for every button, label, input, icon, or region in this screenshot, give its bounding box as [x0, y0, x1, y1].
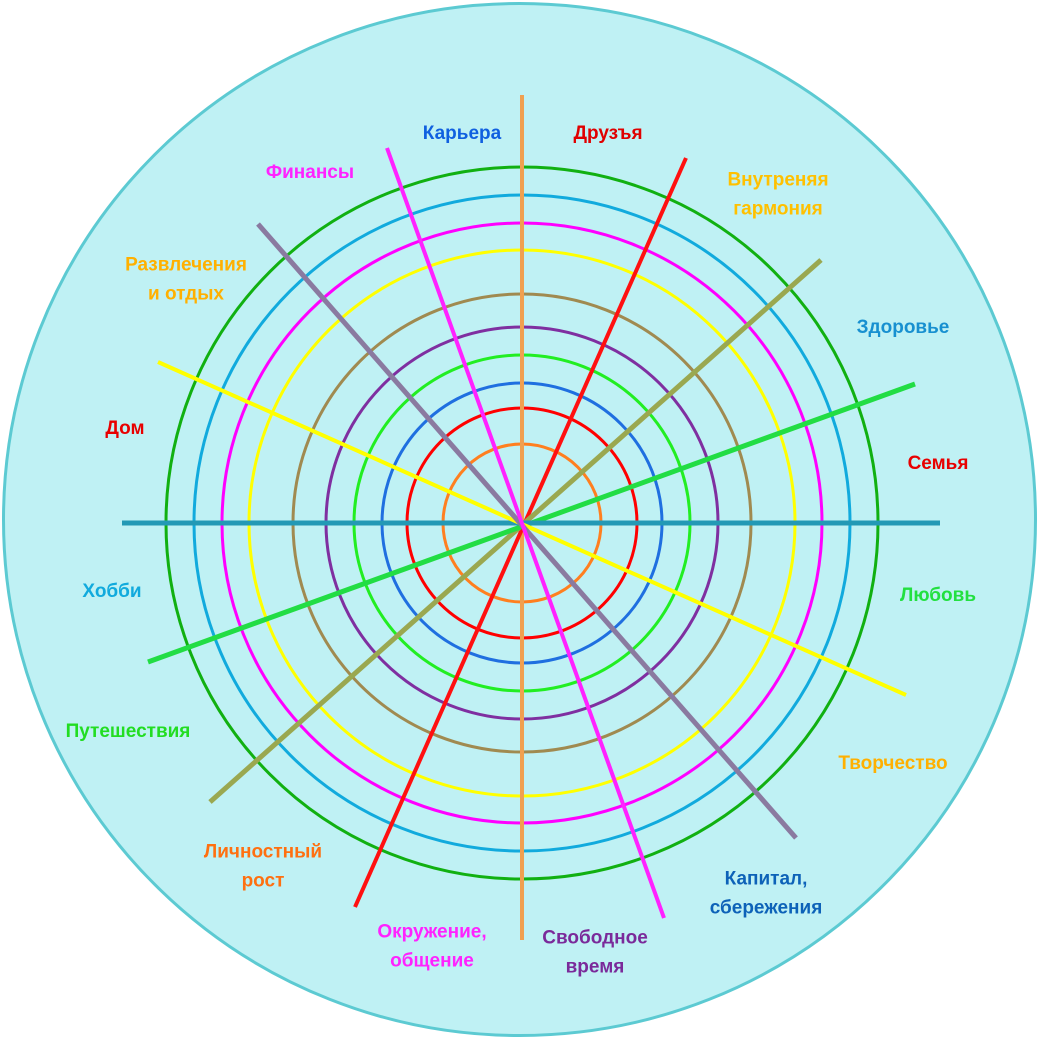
sector-label-line: Любовь — [900, 585, 976, 606]
spoke-6 — [157, 360, 907, 697]
sector-label-2: Друзъя — [573, 123, 642, 144]
sector-label-line: Развлечения — [125, 255, 247, 276]
sector-label-line: Путешествия — [66, 721, 191, 742]
sector-label-line: общение — [390, 951, 474, 972]
sector-label-15: Развлечения и отдых — [125, 255, 247, 305]
sector-label-line: Друзъя — [573, 123, 642, 144]
sector-label-line: Окружение, — [377, 922, 486, 943]
sector-label-line: и отдых — [148, 284, 224, 305]
sector-label-line: Дом — [105, 418, 144, 439]
spokes-group — [122, 95, 940, 940]
sector-label-16: Финансы — [266, 162, 354, 183]
spoke-7 — [256, 222, 798, 840]
sector-label-13: Хобби — [82, 581, 141, 602]
sector-label-line: Капитал, — [725, 869, 808, 890]
sector-label-line: время — [566, 957, 625, 978]
sector-label-line: Внутреняя — [727, 170, 828, 191]
sector-label-line: Свободное — [542, 928, 648, 949]
sector-label-line: Карьера — [423, 123, 502, 144]
sector-label-line: Финансы — [266, 162, 354, 183]
sector-label-7: Творчество — [838, 753, 947, 774]
sector-label-line: Творчество — [838, 753, 947, 774]
sector-label-line: гармония — [733, 199, 823, 220]
sector-label-line: Семья — [908, 453, 969, 474]
sector-label-4: Здоровье — [857, 317, 950, 338]
sector-label-5: Семья — [908, 453, 969, 474]
sector-label-line: Хобби — [82, 581, 141, 602]
sector-label-line: сбережения — [710, 898, 823, 919]
spoke-8 — [385, 147, 666, 919]
sector-label-9: Свободное время — [542, 928, 648, 978]
sector-label-6: Любовь — [900, 585, 976, 606]
sector-label-10: Окружение, общение — [377, 922, 486, 972]
sector-label-1: Карьера — [423, 123, 502, 144]
sector-label-12: Путешествия — [66, 721, 191, 742]
sector-label-line: рост — [242, 871, 285, 892]
sector-label-14: Дом — [105, 418, 144, 439]
sector-label-8: Капитал, сбережения — [710, 869, 823, 919]
sector-label-line: Личностный — [204, 842, 322, 863]
sector-label-line: Здоровье — [857, 317, 950, 338]
spoke-2 — [353, 157, 688, 908]
sector-label-3: Внутреняя гармония — [727, 170, 828, 220]
sector-label-11: Личностный рост — [204, 842, 322, 892]
